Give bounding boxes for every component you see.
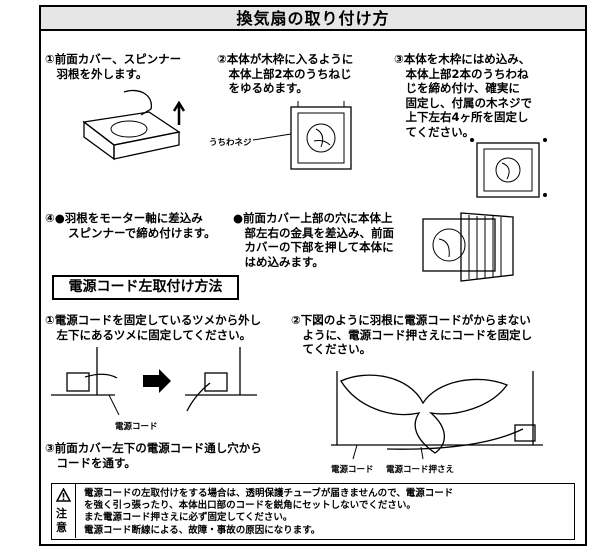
caution-line: 電源コード断線による、故障・事故の原因になります。 — [84, 524, 321, 536]
caution-line: 電源コードの左取付けをする場合は、透明保護チューブが届きませんので、電源コード — [84, 488, 454, 499]
step-4-text: ④●羽根をモーター軸に差込み スピンナーで締め付けます。 — [45, 211, 216, 240]
step-line: 本体上部2本のうちねじ — [217, 66, 352, 81]
cord-reroute-illustration — [51, 347, 257, 416]
cord-label: 電源コード — [115, 422, 158, 432]
cord-step-1-text: ①電源コードを固定しているツメから外し 左下にあるツメに固定してください。 — [45, 313, 261, 342]
caution-text: 電源コードの左取付けをする場合は、透明保護チューブが届きませんので、電源コード … — [84, 488, 453, 537]
step-line: ①前面カバー、スピンナー — [45, 52, 182, 66]
step-line: 左下にあるツメに固定してください。 — [45, 327, 252, 342]
step-5-text: ●前面カバー上部の穴に本体上 部左右の金具を差込み、前面 カバーの下部を押して本… — [233, 211, 394, 269]
step-line: ように、電源コード押さえにコードを固定し — [291, 327, 533, 342]
cord-holder-label: 電源コード押さえ — [386, 465, 455, 475]
page-title: 換気扇の取り付け方 — [41, 7, 585, 31]
step-line: 本体上部2本のうちわね — [394, 66, 529, 81]
step-2-text: ②本体が木枠に入るように 本体上部2本のうちねじ をゆるめます。 — [217, 52, 353, 96]
step-line: ③前面カバー左下の電源コード通し穴から — [45, 441, 262, 455]
step-line: 上下左右4ヶ所を固定し — [394, 110, 529, 124]
installation-sheet: 換気扇の取り付け方 ①前面カバー、スピンナー 羽根を外します。 ②本体が木枠に入… — [39, 5, 587, 546]
cord-holder-illustration — [331, 371, 543, 460]
step-line: コードを通す。 — [45, 455, 136, 470]
cord-section-title: 電源コード左取付け方法 — [52, 275, 239, 300]
step-3-text: ③本体を木枠にはめ込み、 本体上部2本のうちわね じを締め付け、確実に 固定し、… — [394, 52, 532, 139]
step-line: ●前面カバー上部の穴に本体上 — [233, 211, 393, 225]
fix-body-illustration — [470, 138, 547, 198]
step-line: てください。 — [291, 342, 372, 356]
caution-label-2: 意 — [56, 521, 67, 534]
attach-cover-illustration — [422, 212, 514, 282]
loosen-screws-illustration — [290, 101, 352, 170]
step-line: スピンナーで締め付けます。 — [45, 225, 216, 240]
cord-step-2-text: ②下図のように羽根に電源コードがからまない ように、電源コード押さえにコードを固… — [291, 313, 532, 357]
caution-box: 注 意 電源コードの左取付けをする場合は、透明保護チューブが届きませんので、電源… — [51, 483, 575, 540]
step-1-text: ①前面カバー、スピンナー 羽根を外します。 — [45, 52, 181, 81]
caution-line: また電源コード押さえに必ず固定してください。 — [84, 512, 293, 524]
remove-cover-illustration — [82, 89, 186, 161]
caution-label-1: 注 — [56, 507, 67, 520]
screw-label: うちわネジ — [209, 138, 252, 148]
step-line: ③本体を木枠にはめ込み、 — [394, 52, 531, 66]
step-line: 羽根を外します。 — [45, 66, 148, 81]
step-line: 固定し、付属の木ネジで — [394, 95, 532, 110]
cord-step-3-text: ③前面カバー左下の電源コード通し穴から コードを通す。 — [45, 441, 262, 470]
step-line: じを締め付け、確実に — [394, 81, 520, 95]
cord-label-2: 電源コード — [331, 465, 374, 475]
warning-triangle-icon — [56, 488, 71, 502]
step-line: ④●羽根をモーター軸に差込み — [45, 211, 203, 225]
step-line: カバーの下部を押して本体に — [233, 240, 394, 254]
step-line: ①電源コードを固定しているツメから外し — [45, 313, 262, 327]
step-line: をゆるめます。 — [217, 81, 308, 95]
step-line: はめ込みます。 — [233, 254, 324, 269]
step-line: ②本体が木枠に入るように — [217, 52, 354, 66]
step-line: てください。 — [394, 124, 475, 139]
screw-leader-line — [252, 133, 292, 141]
step-line: ②下図のように羽根に電源コードがからまない — [291, 313, 531, 327]
caution-line: を強く引っ張ったり、本体出口部のコードを鋭角にセットしないでください。 — [84, 500, 416, 512]
caution-label-column: 注 意 — [52, 484, 76, 538]
step-line: 部左右の金具を差込み、前面 — [233, 225, 394, 240]
